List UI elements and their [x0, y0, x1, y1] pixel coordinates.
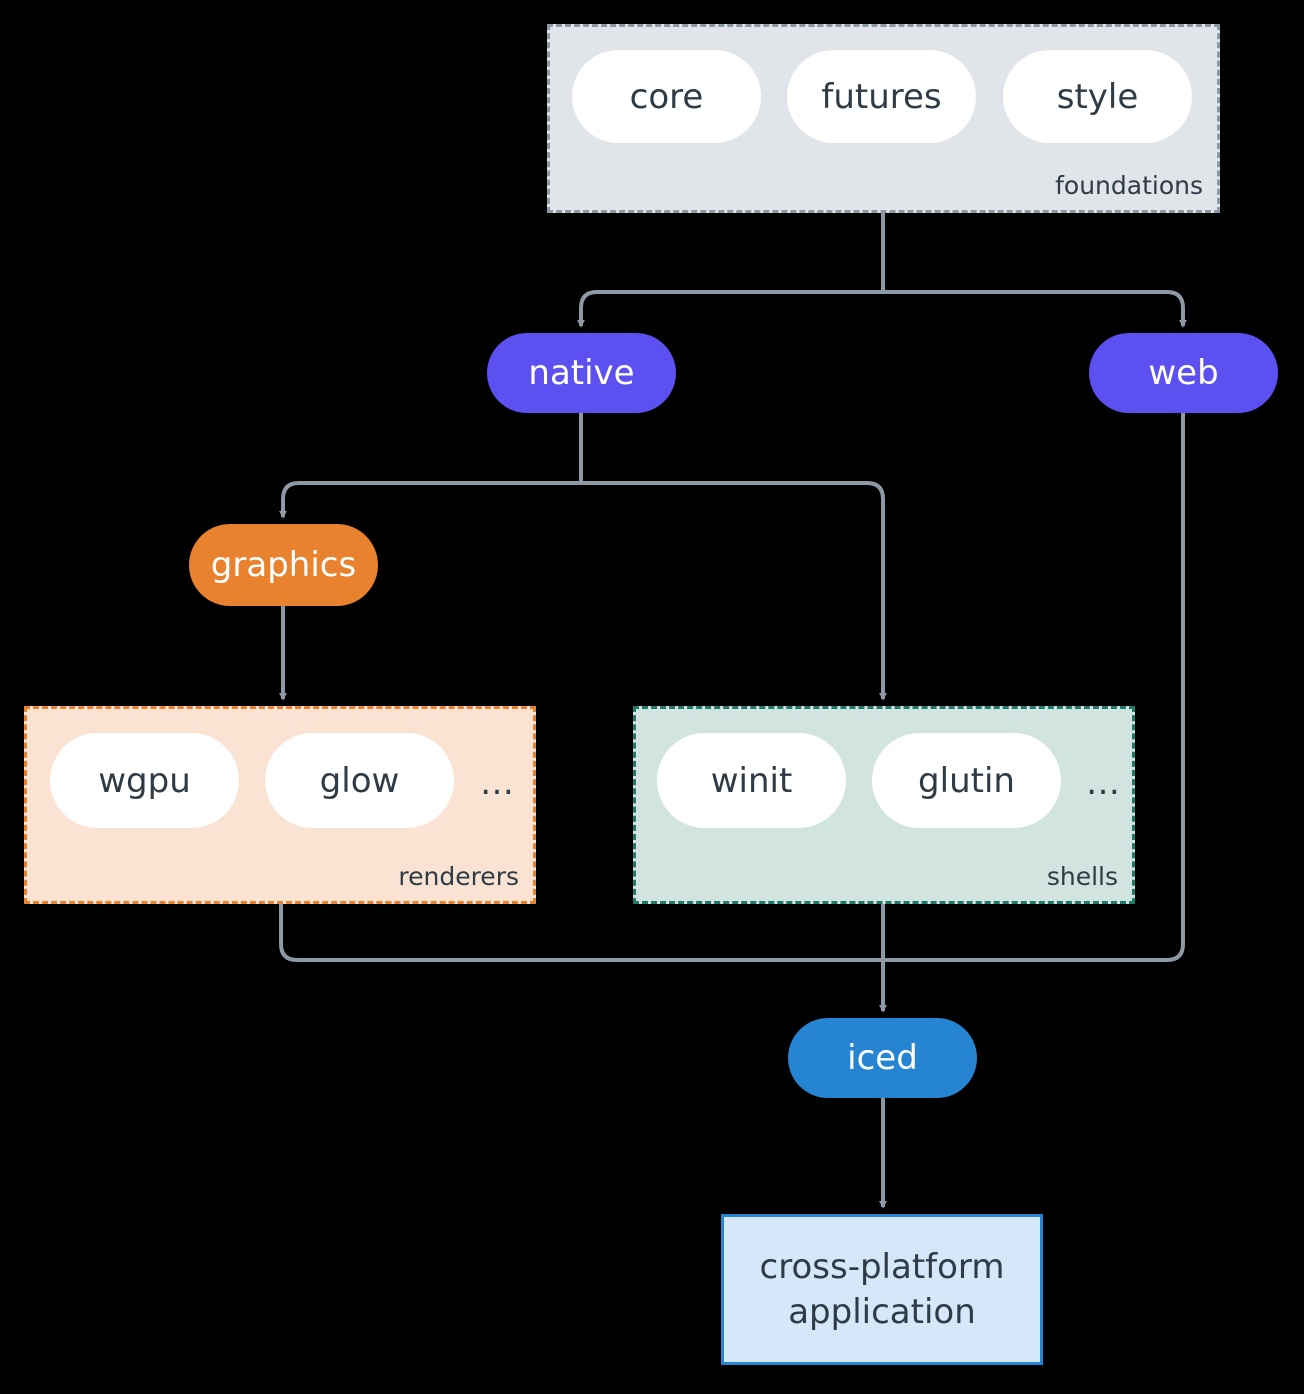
edge-native-to-graphics: [279, 481, 581, 519]
node-iced-label: iced: [847, 1038, 918, 1078]
node-cross-platform-application[interactable]: cross-platform application: [721, 1214, 1043, 1365]
node-style-label: style: [1056, 76, 1139, 117]
node-futures[interactable]: futures: [787, 50, 976, 143]
node-core[interactable]: core: [572, 50, 761, 143]
node-graphics-label: graphics: [210, 545, 357, 585]
application-line-1: cross-platform: [759, 1246, 1005, 1287]
application-line-2: application: [788, 1291, 976, 1332]
node-glow-label: glow: [319, 760, 400, 801]
node-wgpu[interactable]: wgpu: [50, 733, 239, 828]
node-glutin[interactable]: glutin: [872, 733, 1061, 828]
node-core-label: core: [629, 76, 704, 117]
node-iced[interactable]: iced: [788, 1018, 977, 1098]
node-graphics[interactable]: graphics: [189, 524, 378, 606]
node-glow[interactable]: glow: [265, 733, 454, 828]
node-wgpu-label: wgpu: [98, 760, 191, 801]
node-style[interactable]: style: [1003, 50, 1192, 143]
edge-foundations-to-web: [883, 290, 1187, 328]
group-renderers-label: renderers: [398, 862, 519, 891]
node-native-label: native: [528, 353, 635, 393]
edge-renderers-to-iced: [279, 904, 883, 962]
renderers-ellipsis: …: [480, 763, 514, 803]
node-winit-label: winit: [710, 760, 793, 801]
edge-foundations-to-native: [577, 290, 883, 328]
group-shells-label: shells: [1046, 862, 1118, 891]
node-futures-label: futures: [821, 76, 942, 117]
node-glutin-label: glutin: [918, 760, 1015, 801]
group-foundations-label: foundations: [1055, 171, 1203, 200]
node-web[interactable]: web: [1089, 333, 1278, 413]
edge-native-to-shells: [581, 481, 887, 701]
shells-ellipsis: …: [1086, 763, 1120, 803]
node-native[interactable]: native: [487, 333, 676, 413]
node-web-label: web: [1148, 353, 1219, 393]
edge-web-to-iced: [883, 413, 1185, 962]
node-winit[interactable]: winit: [657, 733, 846, 828]
